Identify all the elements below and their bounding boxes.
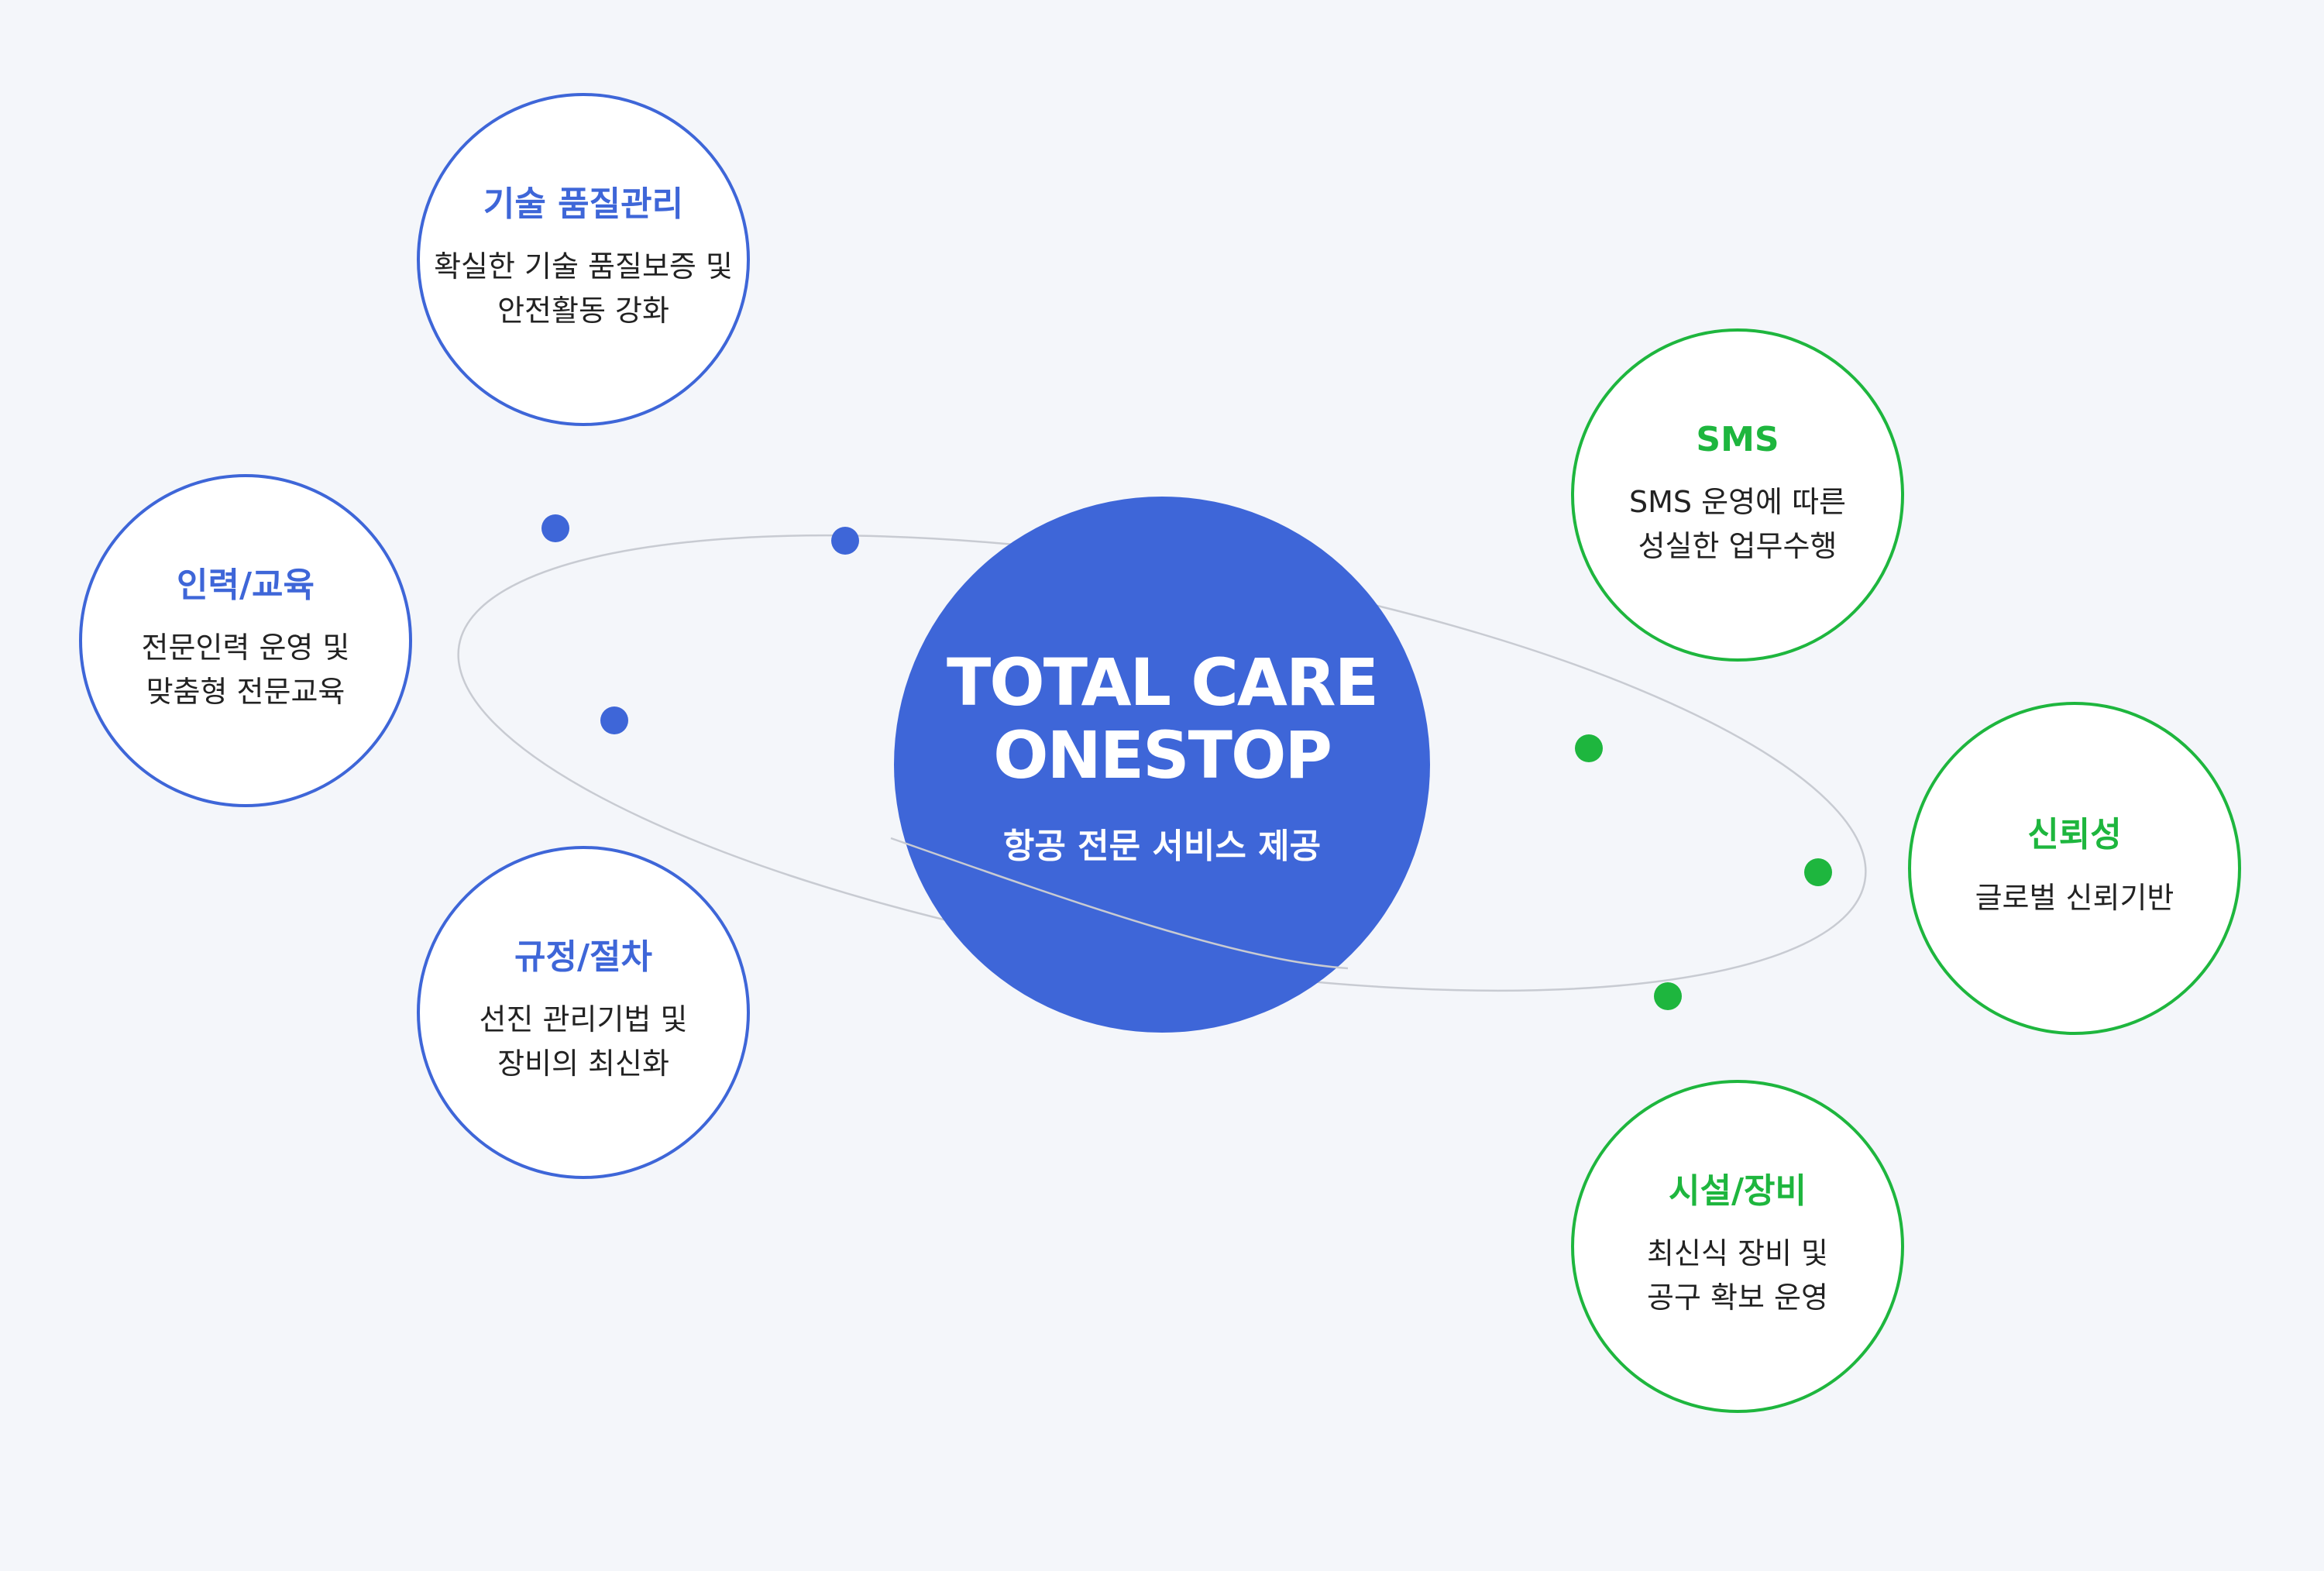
orbit-dot-green: [1575, 734, 1603, 762]
node-desc: 확실한 기술 품질보증 및 안전활동 강화: [434, 249, 733, 328]
node-desc: SMS 운영에 따른 성실한 업무수행: [1629, 485, 1846, 564]
node-reliability: 신뢰성 글로벌 신뢰기반: [1908, 702, 2241, 1035]
node-desc: 글로벌 신뢰기반: [1975, 880, 2174, 915]
node-title: 규정/절차: [514, 937, 652, 977]
center-title: TOTAL CARE ONESTOP: [947, 644, 1379, 793]
node-title: SMS: [1696, 419, 1779, 459]
node-sms: SMS SMS 운영에 따른 성실한 업무수행: [1571, 328, 1904, 662]
center-circle: TOTAL CARE ONESTOP 항공 전문 서비스 제공: [894, 497, 1430, 1033]
center-subtitle: 항공 전문 서비스 제공: [1002, 827, 1322, 867]
node-title: 신뢰성: [2027, 815, 2122, 855]
orbit-dot-blue: [600, 706, 628, 734]
node-technical-quality: 기술 품질관리 확실한 기술 품질보증 및 안전활동 강화: [417, 93, 750, 426]
orbit-dot-blue: [541, 514, 569, 542]
node-desc: 선진 관리기법 및 장비의 최신화: [479, 1002, 688, 1081]
node-facilities-equipment: 시설/장비 최신식 장비 및 공구 확보 운영: [1571, 1080, 1904, 1413]
node-desc: 최신식 장비 및 공구 확보 운영: [1647, 1236, 1828, 1315]
orbit-dot-green: [1654, 982, 1682, 1010]
node-title: 기술 품질관리: [483, 184, 684, 224]
node-desc: 전문인력 운영 및 맞춤형 전문교육: [141, 631, 350, 710]
orbit-dot-green: [1804, 858, 1832, 886]
node-title: 시설/장비: [1669, 1171, 1807, 1211]
node-rules-procedures: 규정/절차 선진 관리기법 및 장비의 최신화: [417, 846, 750, 1179]
node-staff-education: 인력/교육 전문인력 운영 및 맞춤형 전문교육: [79, 474, 412, 807]
orbit-dot-blue: [831, 527, 859, 555]
node-title: 인력/교육: [177, 565, 315, 605]
